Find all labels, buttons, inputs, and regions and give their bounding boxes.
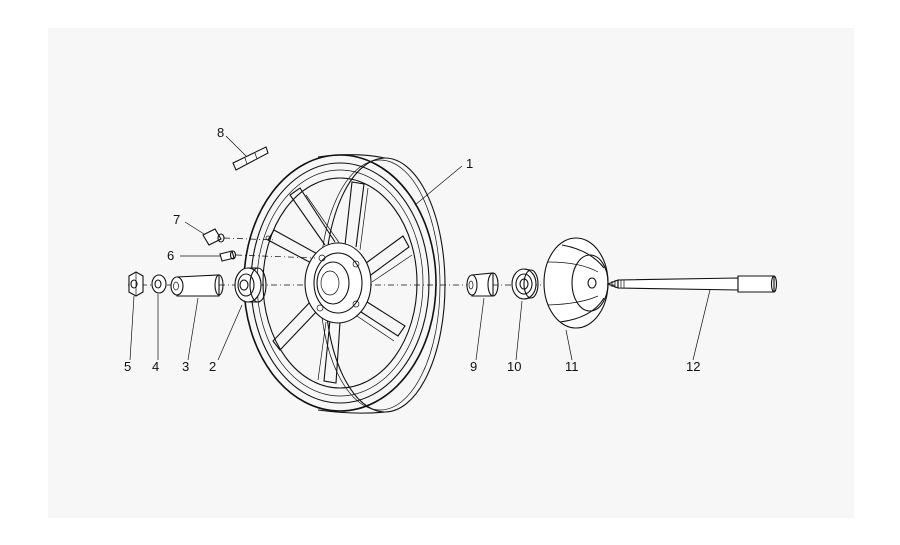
leader-3 [187,297,199,361]
callout-11: 11 [565,359,579,374]
leader-5 [129,295,135,361]
part-3-spacer [170,274,224,297]
leader-12 [692,289,711,361]
part-2-bearing [234,267,267,303]
part-7-valve-cap [202,228,225,246]
part-6-valve [219,250,237,262]
leader-9 [475,297,485,361]
drawing-sheet [48,28,854,518]
part-1-wheel [243,154,446,414]
callout-2: 2 [209,359,216,374]
callout-12: 12 [686,359,700,374]
part-12-axle [606,275,778,293]
part-10-bearing [511,268,539,300]
leader-7 [184,221,205,235]
part-11-hub-cover [543,237,609,329]
callout-3: 3 [182,359,189,374]
part-5-nut [128,271,144,297]
callout-9: 9 [470,359,477,374]
leader-10 [515,300,523,361]
callout-4: 4 [152,359,159,374]
callout-8: 8 [217,125,224,140]
leader-11 [565,329,573,361]
leader-8 [225,135,247,157]
callout-6: 6 [167,248,174,263]
leader-2 [217,304,243,361]
cap-line [223,237,276,241]
leader-1 [414,165,463,206]
part-9-spacer [466,272,499,297]
callout-10: 10 [507,359,521,374]
part-4-washer [151,274,167,294]
callout-1: 1 [466,156,473,171]
callout-7: 7 [173,212,180,227]
part-8-balance-weight [232,146,269,171]
callout-5: 5 [124,359,131,374]
valve-line [235,254,316,259]
